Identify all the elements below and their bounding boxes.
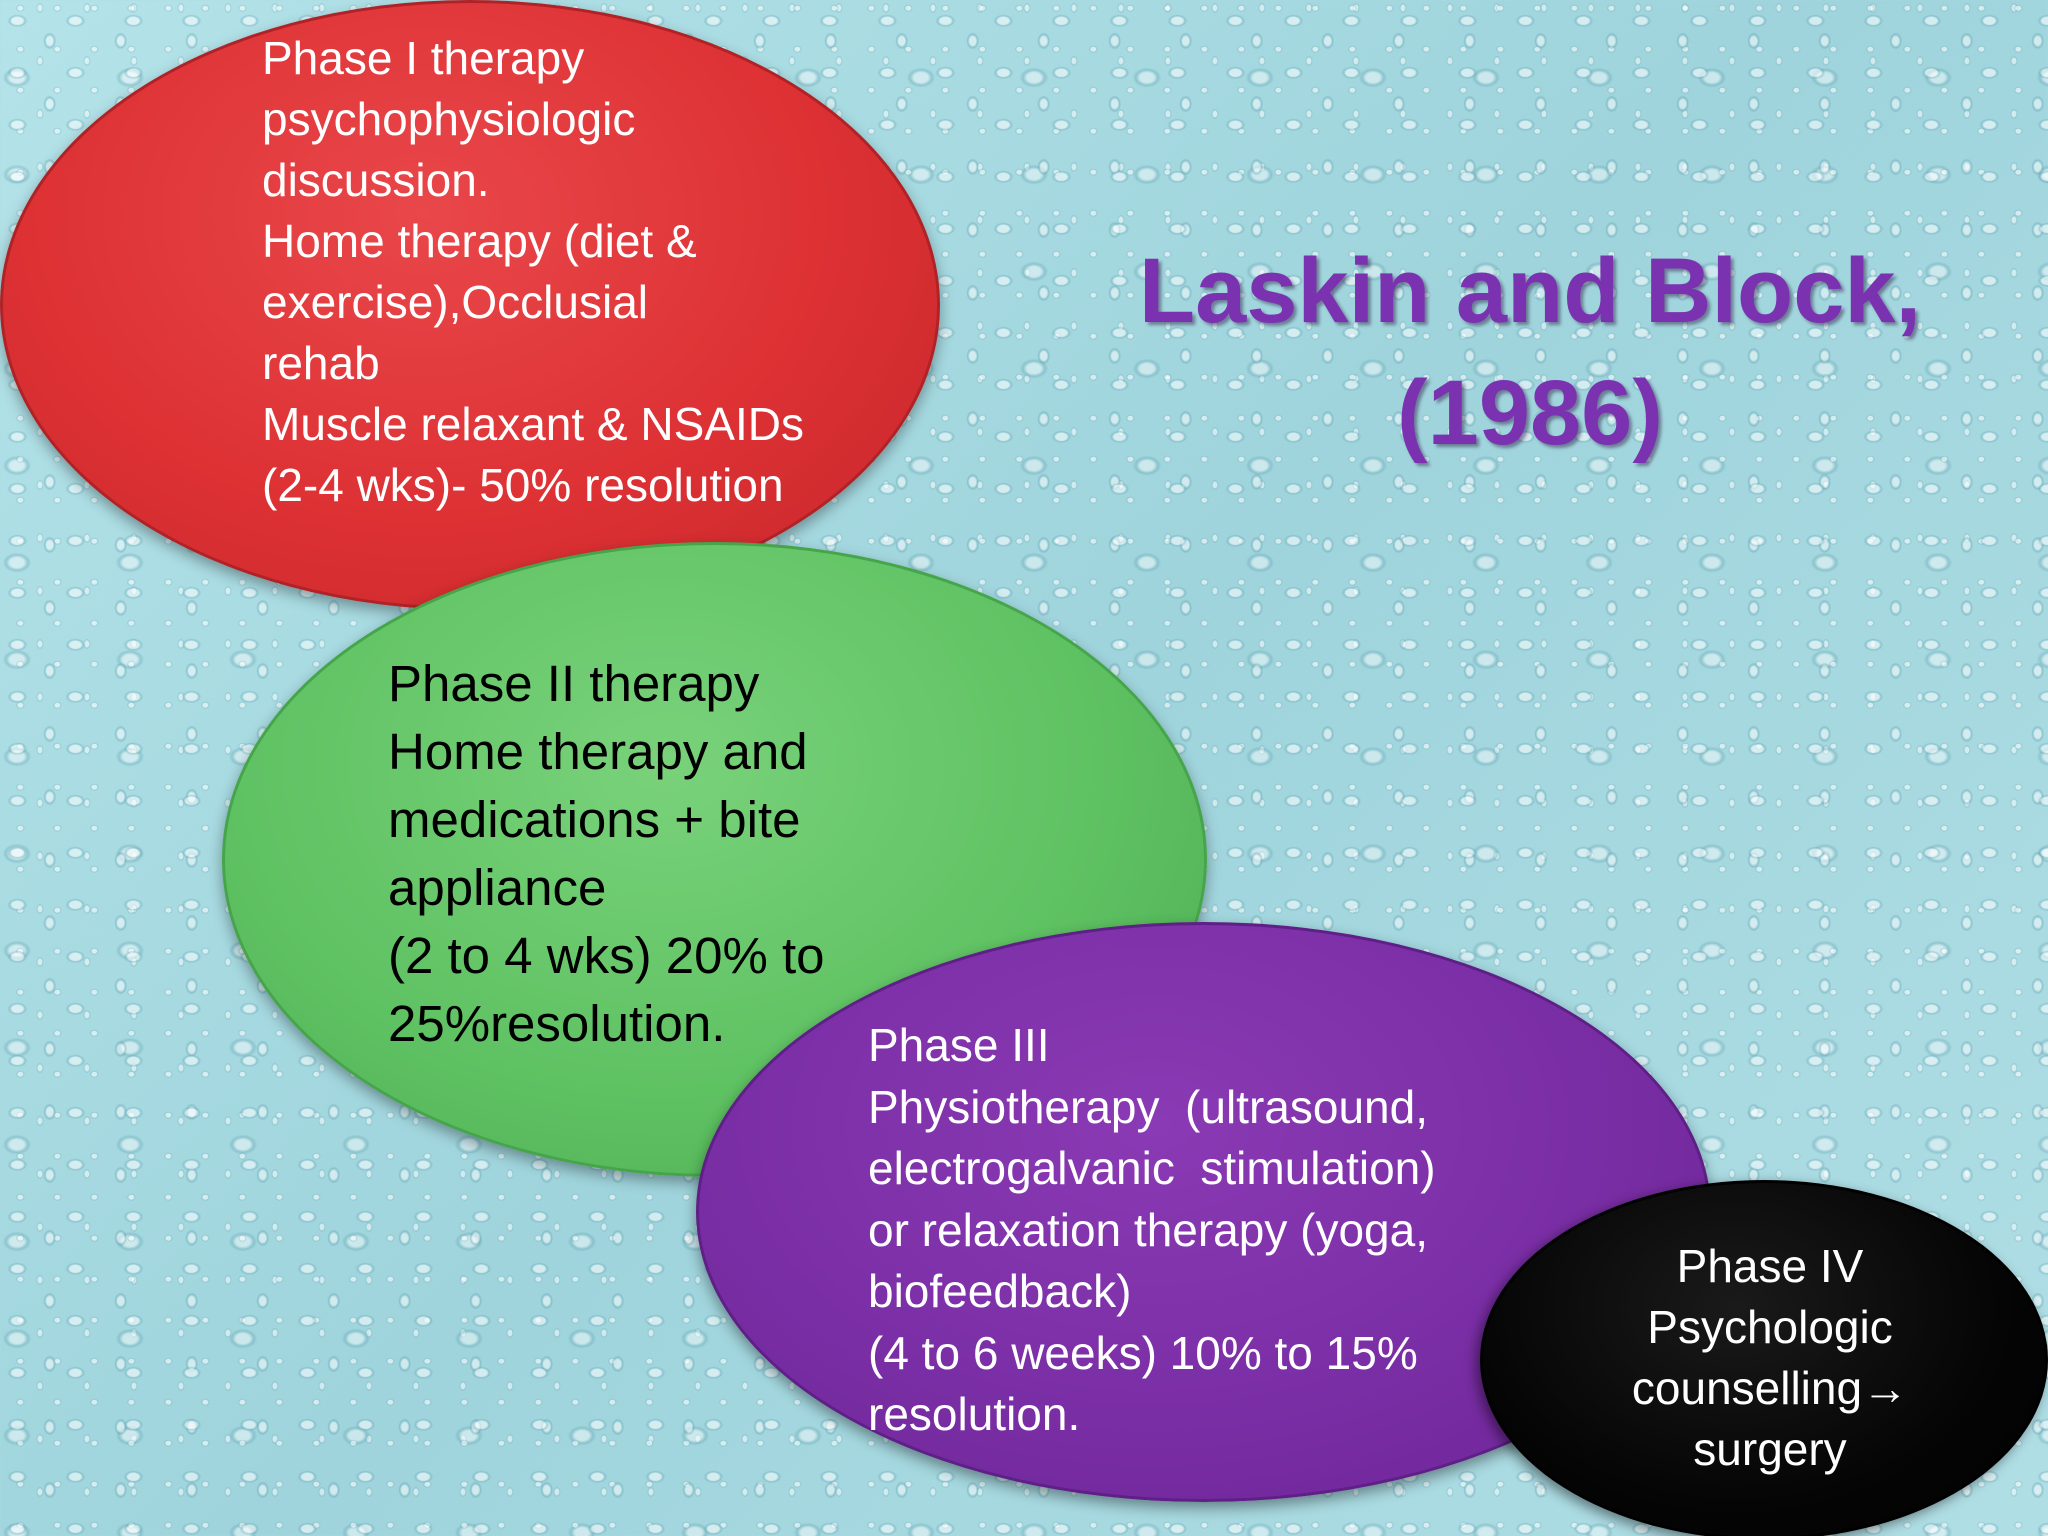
phase-3-line: Physiotherapy (ultrasound, xyxy=(868,1080,1428,1133)
phase-1-line: discussion. xyxy=(262,154,490,206)
phase-1-line: Phase I therapy xyxy=(262,32,585,84)
phase-1-ellipse xyxy=(0,0,940,610)
phase-3-text: Phase III Physiotherapy (ultrasound, ele… xyxy=(868,1015,1436,1446)
phase-2-line: appliance xyxy=(388,859,607,916)
phase-1-line: (2-4 wks)- 50% resolution xyxy=(262,459,784,511)
title-line-1: Laskin and Block, xyxy=(1138,240,1922,342)
phase-4-line: counselling→ xyxy=(1631,1362,1909,1414)
phase-3-line: Phase III xyxy=(868,1019,1050,1071)
phase-2-line: 25%resolution. xyxy=(388,995,726,1052)
phase-3-line: biofeedback) xyxy=(868,1265,1132,1317)
phase-3-line: electrogalvanic stimulation) xyxy=(868,1142,1436,1194)
phase-2-line: Home therapy and xyxy=(388,723,808,780)
phase-3-line: resolution. xyxy=(868,1388,1081,1440)
phase-1-text: Phase I therapy psychophysiologic discus… xyxy=(262,28,804,516)
phase-4-line: surgery xyxy=(1693,1423,1847,1475)
phase-1-line: Muscle relaxant & NSAIDs xyxy=(262,398,804,450)
phase-1-line: exercise),Occlusial xyxy=(262,276,648,328)
phase-3-line: (4 to 6 weeks) 10% to 15% xyxy=(868,1326,1418,1379)
phase-2-line: (2 to 4 wks) 20% to xyxy=(388,927,825,984)
phase-1-line: Home therapy (diet & xyxy=(262,215,697,267)
phase-4-line: Psychologic xyxy=(1647,1301,1893,1353)
phase-2-line: medications + bite xyxy=(388,791,801,848)
phase-1-line: rehab xyxy=(262,337,380,389)
title-line-2: (1986) xyxy=(1397,362,1663,464)
phase-2-line: Phase II therapy xyxy=(388,655,760,712)
phase-2-text: Phase II therapy Home therapy and medica… xyxy=(388,650,825,1058)
slide-title: Laskin and Block, (1986) xyxy=(1020,230,2040,474)
phase-4-line: Phase IV xyxy=(1676,1240,1864,1292)
phase-3-line: or relaxation therapy (yoga, xyxy=(868,1203,1428,1256)
phase-4-text: Phase IV Psychologic counselling→ surger… xyxy=(1580,1236,1960,1480)
phase-1-line: psychophysiologic xyxy=(262,93,636,145)
phase-4-ellipse xyxy=(1480,1180,2048,1536)
